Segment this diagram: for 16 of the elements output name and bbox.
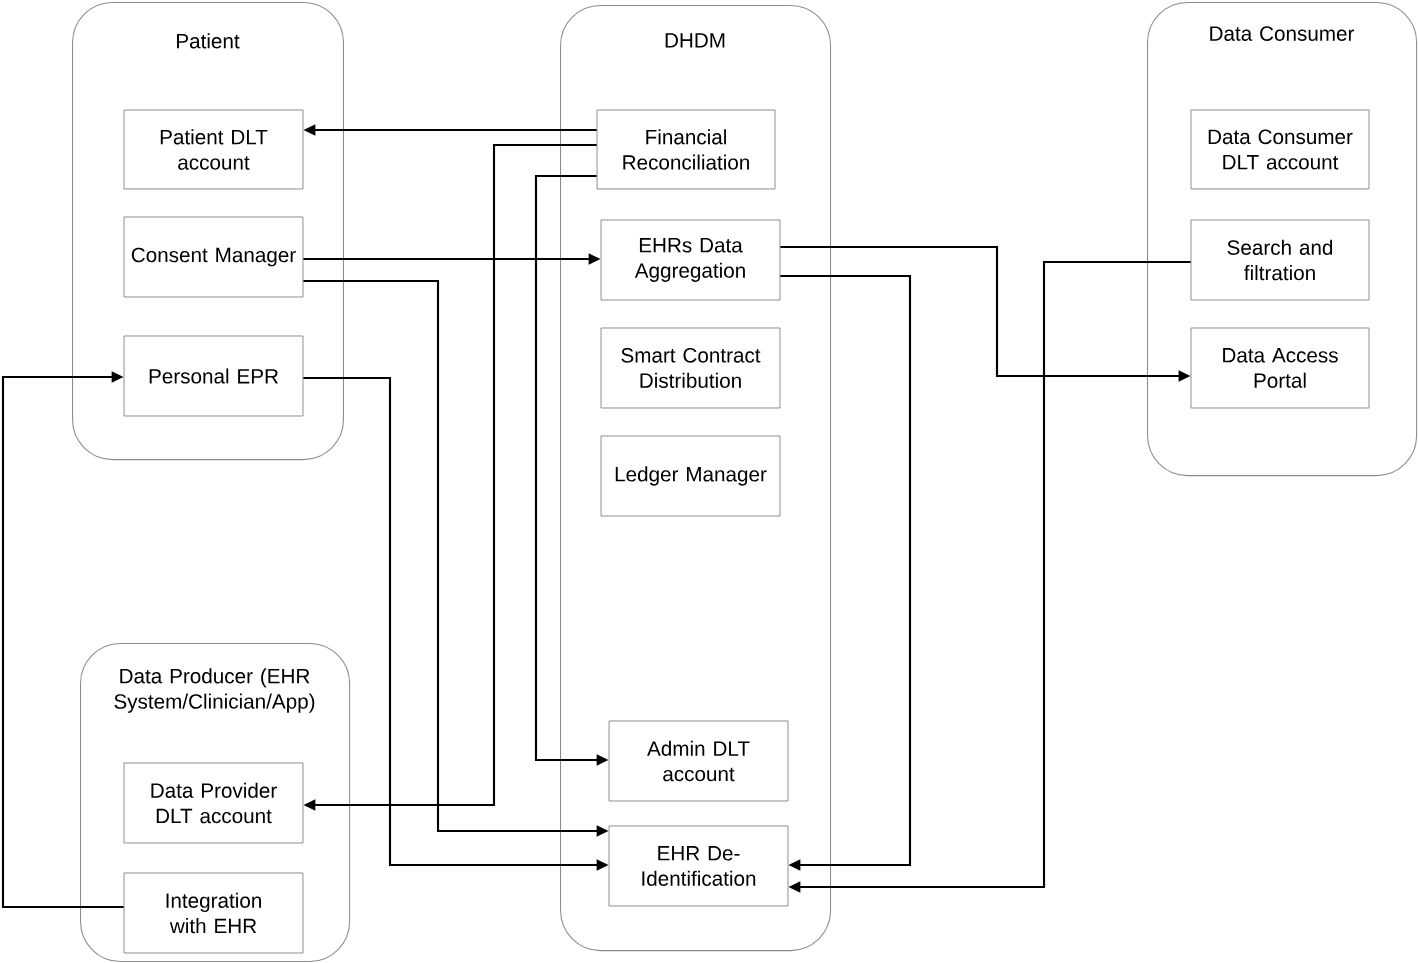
process-box: Patient DLT account [123,109,304,190]
process-box: EHR De-Identification [608,825,789,907]
process-box: Data Access Portal [1190,327,1370,409]
process-box: Ledger Manager [600,435,781,517]
arrow [780,274,912,871]
process-box: Integration with EHR [123,872,304,954]
process-box: Admin DLT account [608,720,789,802]
process-box: Data Consumer DLT account [1190,109,1370,190]
process-box: Data Provider DLT account [123,762,304,844]
process-box: Smart Contract Distribution [600,327,781,409]
arrow [1,371,124,909]
process-box: EHRs Data Aggregation [600,219,781,301]
process-box: Financial Reconciliation [596,109,776,190]
process-box: Personal EPR [123,335,304,417]
process-box: Search and filtration [1190,219,1370,301]
process-box: Consent Manager [123,216,304,298]
